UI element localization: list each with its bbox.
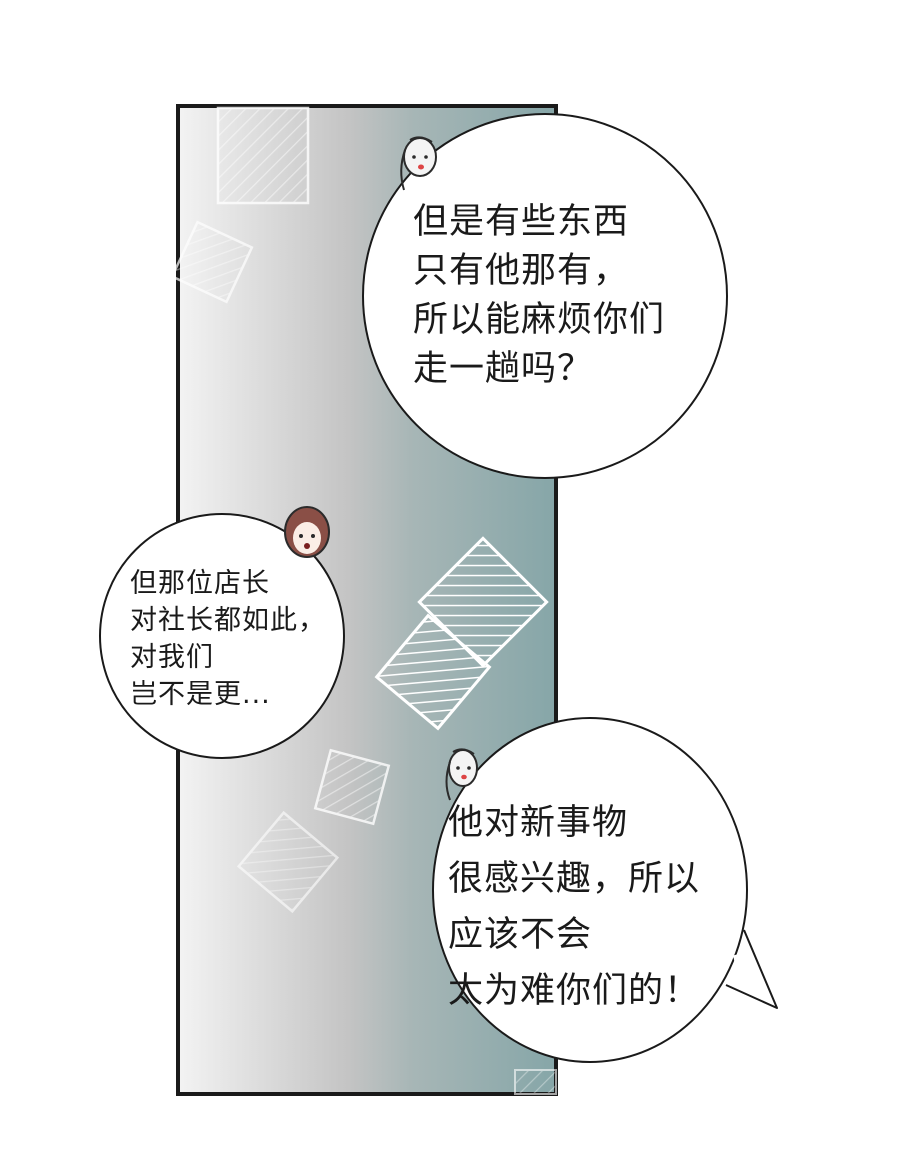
pale-character-face-icon: [400, 136, 437, 191]
bubble-2-line-1: 但那位店长: [130, 568, 270, 599]
pale-character-face-icon: [445, 748, 478, 801]
speech-bubble-3: [432, 717, 778, 1063]
bubble-1-line-2: 只有他那有，: [413, 251, 630, 291]
bubble-2-line-4: 岂不是更...: [130, 679, 271, 710]
bubble-1-text: 但是有些东西 只有他那有， 所以能麻烦你们 走一趟吗？: [413, 198, 665, 394]
brown-haired-girl-face-icon: [284, 506, 330, 558]
bubble-3-text: 他对新事物 很感兴趣，所以 应该不会 太为难你们的！: [448, 795, 700, 1019]
bubble-2-line-3: 对我们: [130, 642, 214, 673]
bubble-3-line-2: 很感兴趣，所以: [448, 859, 701, 899]
speech-bubble-1: [362, 113, 728, 479]
bubble-1-line-1: 但是有些东西: [413, 202, 630, 242]
bubble-2-line-2: 对社长都如此，: [130, 605, 326, 636]
bubble-1-line-3: 所以能麻烦你们: [413, 300, 666, 340]
bubble-3-line-4: 太为难你们的！: [448, 971, 701, 1011]
bubble-3-line-1: 他对新事物: [448, 803, 629, 843]
decorative-diamond-pattern: [170, 106, 557, 1095]
speech-bubble-2: [99, 513, 345, 759]
bubble-3-line-3: 应该不会: [448, 915, 593, 955]
bubble-2-text: 但那位店长 对社长都如此， 对我们 岂不是更...: [130, 565, 326, 713]
bubble-1-line-4: 走一趟吗？: [413, 349, 594, 389]
